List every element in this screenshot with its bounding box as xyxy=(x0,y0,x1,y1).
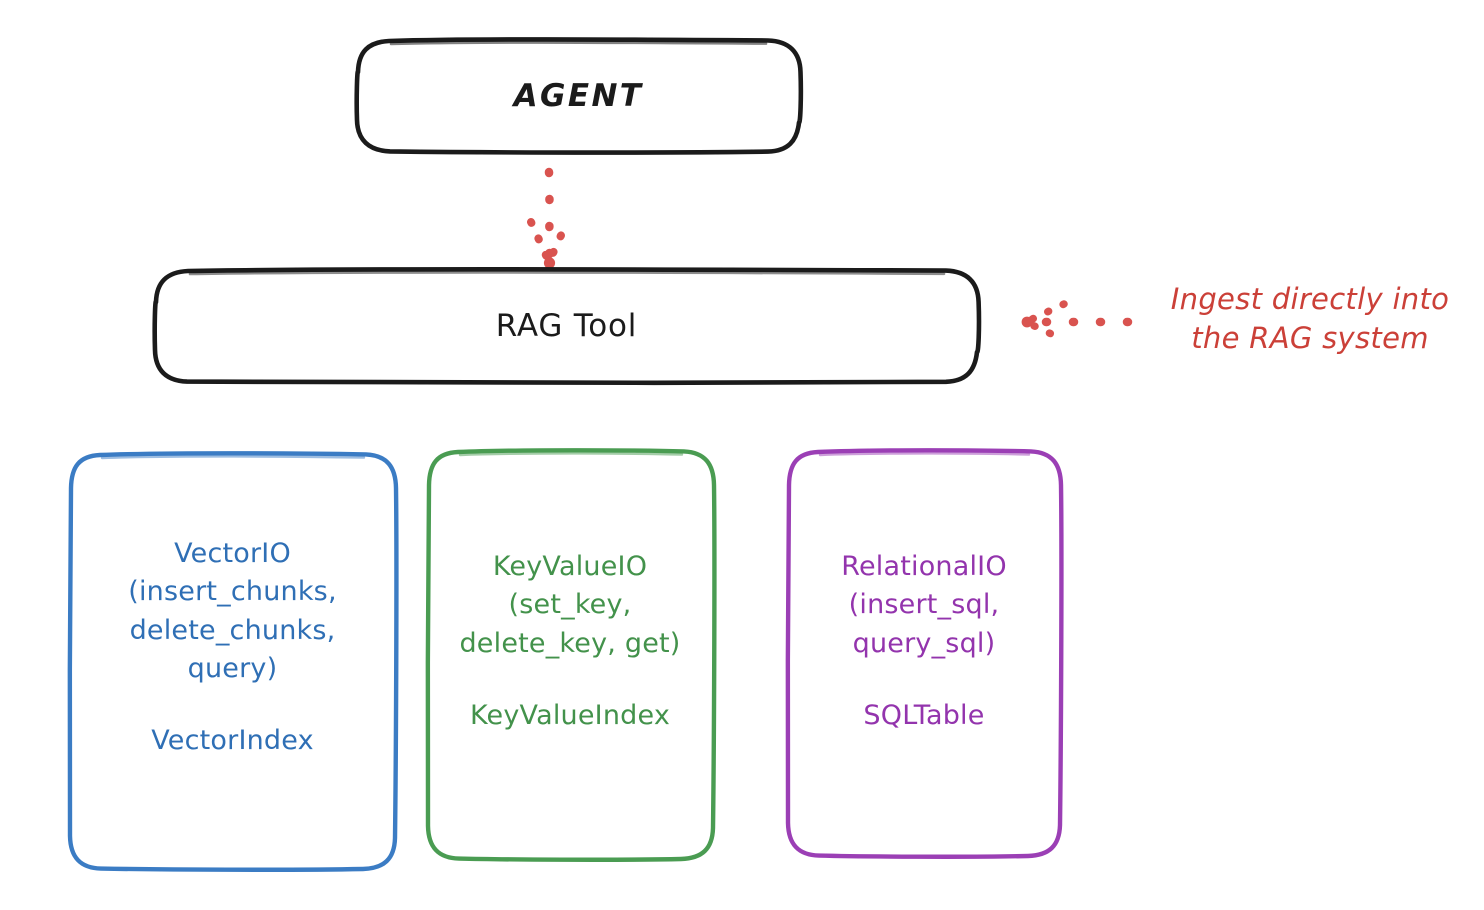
agent-to-rag-tool-connector xyxy=(527,167,571,269)
ingest-annotation-text: Ingest directly into the RAG system xyxy=(1170,282,1450,356)
vector-io-methods-text: VectorIO (insert_chunks, delete_chunks, … xyxy=(128,538,337,684)
key-value-io-methods-text: KeyValueIO (set_key, delete_key, get) xyxy=(459,551,681,659)
vector-io-node-label: VectorIO (insert_chunks, delete_chunks, … xyxy=(70,535,395,761)
relational-io-node-label: RelationalIO (insert_sql, query_sql) SQL… xyxy=(786,548,1062,735)
agent-node-label: AGENT xyxy=(513,77,644,114)
ingest-to-rag-tool-connector xyxy=(1021,300,1133,344)
key-value-io-index-text: KeyValueIndex xyxy=(469,699,671,731)
rag-tool-node-label: RAG Tool xyxy=(495,307,638,344)
relational-io-methods-text: RelationalIO (insert_sql, query_sql) xyxy=(841,551,1007,659)
key-value-io-node-label: KeyValueIO (set_key, delete_key, get) Ke… xyxy=(425,548,715,735)
relational-io-table-text: SQLTable xyxy=(863,699,985,731)
vector-io-index-text: VectorIndex xyxy=(151,725,314,757)
